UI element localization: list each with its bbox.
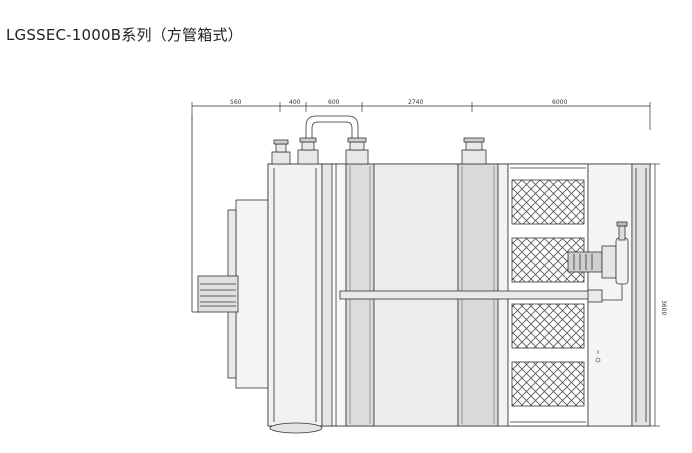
- top-dimension-line: [191, 102, 651, 130]
- inlet-nozzle-2: [297, 137, 319, 165]
- fan-motor: [197, 275, 239, 313]
- inlet-nozzle-1: [271, 139, 291, 165]
- height-dimension-label: 3600: [660, 300, 667, 315]
- dim-label-2: 400: [289, 99, 301, 106]
- dim-label-3: 600: [328, 99, 340, 106]
- pump-assembly: [567, 221, 629, 303]
- bottom-basin: [269, 422, 323, 434]
- left-panel: [267, 163, 323, 427]
- outlet-nozzle: [461, 137, 487, 165]
- dim-label-4: 2740: [408, 99, 423, 106]
- u-bend-pipe: [305, 115, 359, 138]
- dim-label-5: 6000: [552, 99, 567, 106]
- drawing-title: LGSSEC-1000B系列（方管箱式）: [6, 26, 243, 44]
- dim-label-1: 560: [230, 99, 242, 106]
- inlet-nozzle-3: [345, 137, 369, 165]
- inspection-marks: [595, 350, 601, 363]
- horizontal-header-pipe: [339, 290, 601, 300]
